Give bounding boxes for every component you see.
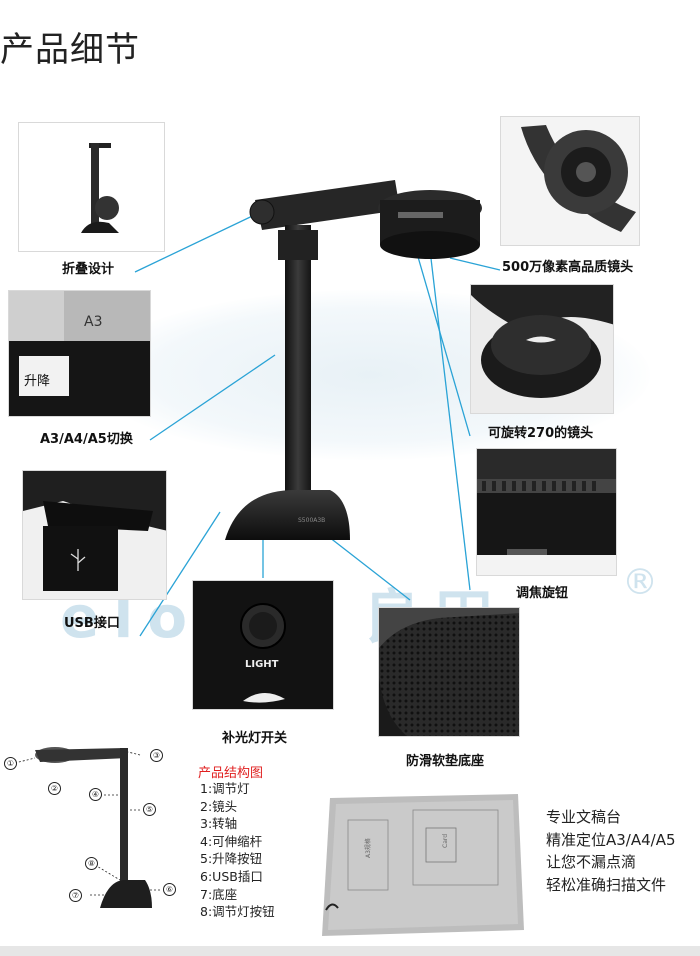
caption-rotate: 可旋转270的镜头 [488,426,594,441]
structure-diagram [14,747,160,908]
structure-item: 3:转轴 [200,816,238,832]
callout-5: ⑤ [143,803,156,816]
photo-fold-design [18,122,165,252]
callout-6: ⑥ [163,883,176,896]
callout-8: ⑧ [85,857,98,870]
description-line: 轻松准确扫描文件 [546,875,667,894]
photo-rotate-lens [470,284,614,414]
registered-mark: ® [622,562,658,603]
bottom-band [0,946,700,956]
structure-list: 1:调节灯 2:镜头 3:转轴 4:可伸缩杆 5:升降按钮 6:USB插口 7:… [200,780,275,921]
callout-1: ① [4,757,17,770]
caption-fold: 折叠设计 [62,262,115,277]
caption-base: 防滑软垫底座 [406,754,485,769]
scanner-main-image: S500A3B [225,180,482,540]
caption-light: 补光灯开关 [222,731,288,746]
mat-description: 专业文稿台 精准定位A3/A4/A5 让您不漏点滴 轻松准确扫描文件 [546,806,676,896]
structure-item: 5:升降按钮 [200,851,263,867]
a3-label: A3 [84,314,102,330]
callout-2: ② [48,782,61,795]
page-title: 产品细节 [0,30,140,70]
photo-lens-500 [500,116,640,246]
callout-4: ④ [89,788,102,801]
structure-item: 1:调节灯 [200,781,250,796]
caption-focus: 调焦旋钮 [516,586,569,601]
description-line: 精准定位A3/A4/A5 [546,830,676,849]
caption-lens500: 500万像素高品质镜头 [502,260,634,275]
structure-item: 6:USB插口 [200,868,263,884]
description-line: 专业文稿台 [546,808,622,826]
caption-size-switch: A3/A4/A5切换 [40,432,133,447]
document-mat: A3规格 Card [322,794,524,936]
structure-item: 8:调节灯按钮 [200,904,275,920]
structure-item: 7:底座 [200,886,238,902]
photo-focus-knob [476,448,617,576]
photo-base [378,607,520,737]
mat-card-label: Card [442,834,449,848]
description-line: 让您不漏点滴 [546,853,637,871]
photo-usb [22,470,167,600]
structure-item: 2:镜头 [200,798,238,814]
caption-usb: USB接口 [64,616,120,631]
structure-title: 产品结构图 [198,766,264,781]
lift-label: 升降 [24,374,50,389]
mat-a3-label: A3规格 [364,838,372,858]
light-label: LIGHT [245,659,279,670]
photo-light-switch: LIGHT [192,580,334,710]
base-brand-text: S500A3B [298,517,325,524]
structure-item: 4:可伸缩杆 [200,833,263,849]
callout-7: ⑦ [69,889,82,902]
callout-3: ③ [150,749,163,762]
photo-size-switch: A3 升降 [8,290,151,417]
